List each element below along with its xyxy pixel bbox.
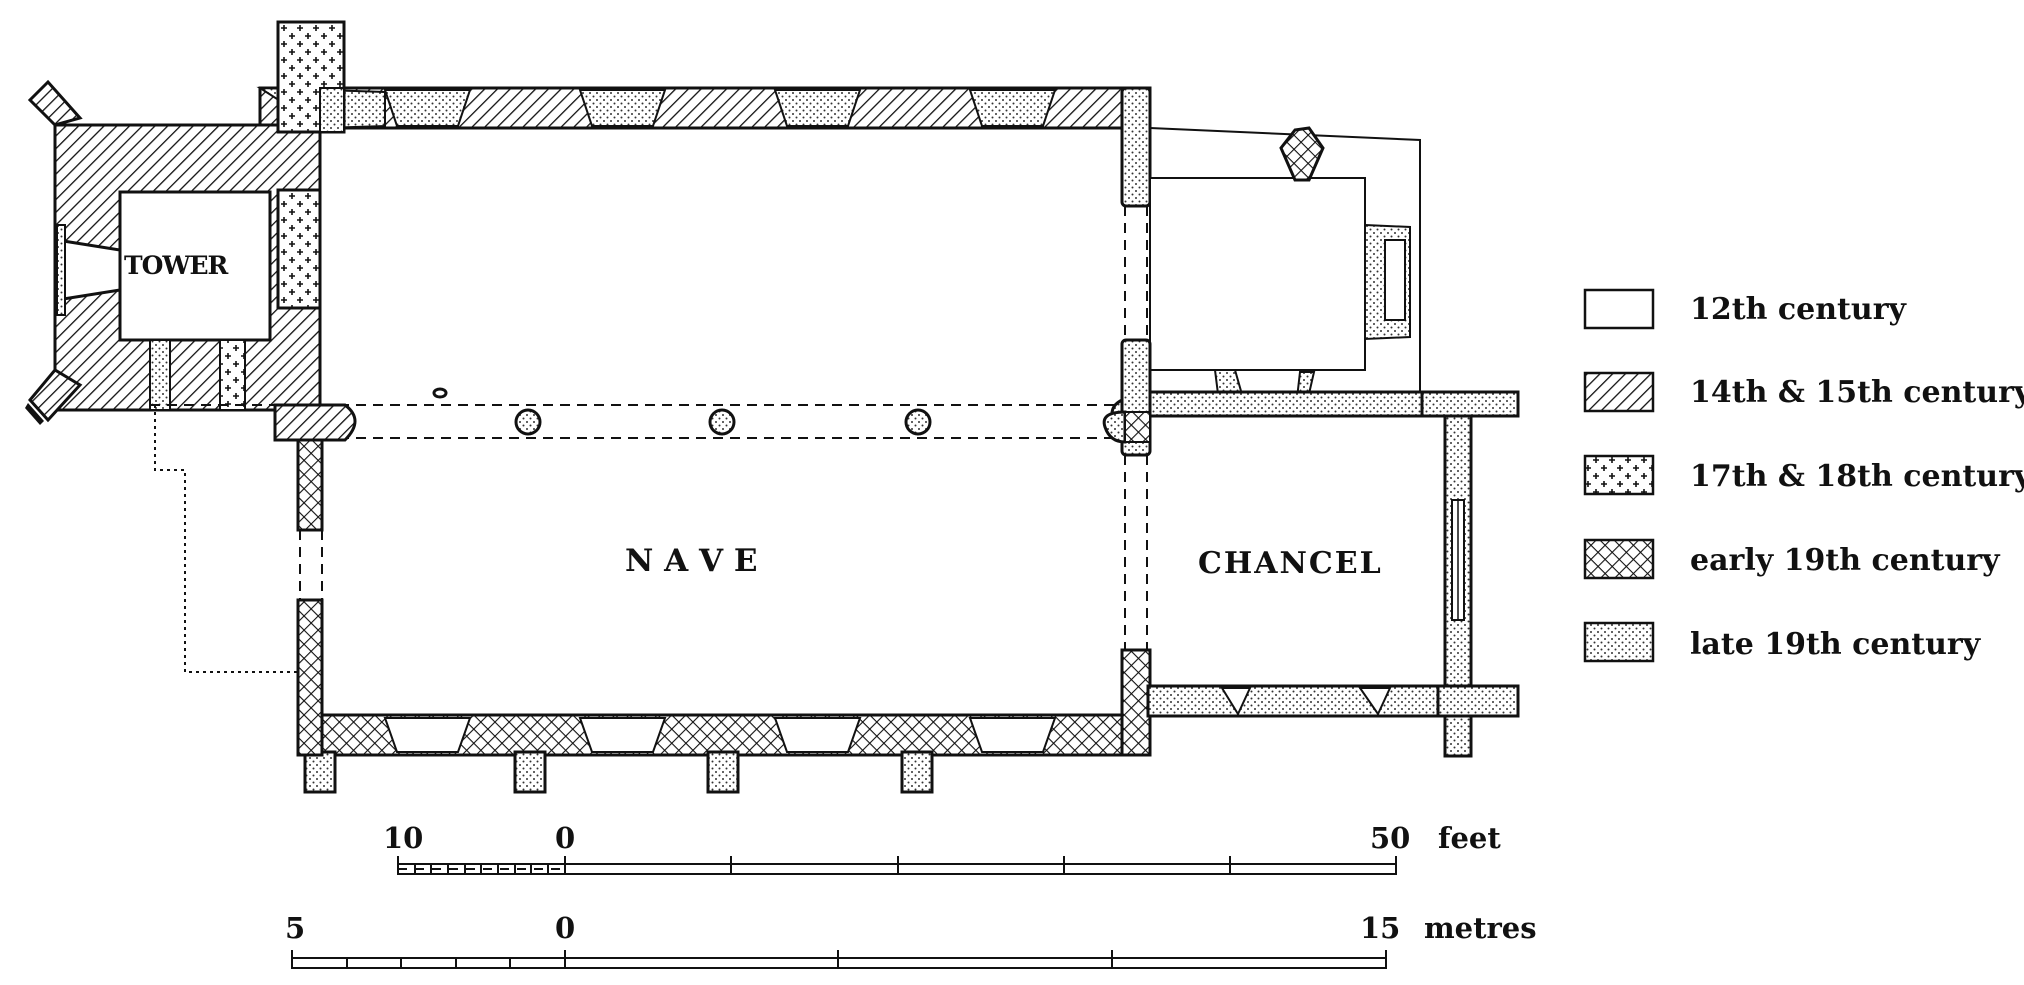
nave-label: N A V E bbox=[625, 543, 757, 579]
metres-scale-zero-label: 0 bbox=[555, 911, 575, 945]
feet-scale-unit-label: feet bbox=[1438, 821, 1501, 855]
legend-swatch-17th-18th bbox=[1583, 454, 1655, 496]
south-porch-outline bbox=[154, 405, 300, 673]
legend-item-12th: 12th century bbox=[1583, 288, 1908, 330]
legend-swatch-14th-15th bbox=[1583, 371, 1655, 413]
metres-scale: 5 0 15 metres bbox=[285, 911, 1537, 969]
legend-swatch-late-19th bbox=[1583, 621, 1655, 663]
nave-buttresses bbox=[303, 750, 934, 794]
nave-south-windows bbox=[383, 717, 1057, 753]
chancel: CHANCEL bbox=[1102, 338, 1520, 758]
legend-item-17th-18th: 17th & 18th century bbox=[1583, 454, 2024, 496]
chancel-south-wall bbox=[1146, 684, 1440, 718]
feet-scale-left-label: 10 bbox=[383, 821, 423, 855]
legend-item-late-19th: late 19th century bbox=[1583, 621, 1982, 663]
vestry bbox=[1149, 126, 1421, 412]
tower: TOWER bbox=[25, 20, 357, 442]
metres-scale-unit-label: metres bbox=[1424, 911, 1537, 945]
arcade bbox=[432, 387, 1124, 440]
feet-scale-zero-label: 0 bbox=[555, 821, 575, 855]
legend-swatch-early-19th bbox=[1583, 538, 1655, 580]
legend-item-14th-15th: 14th & 15th century bbox=[1583, 371, 2024, 413]
tower-label: TOWER bbox=[124, 251, 229, 280]
legend-label-14th-15th: 14th & 15th century bbox=[1690, 375, 2024, 410]
metres-scale-left-label: 5 bbox=[285, 911, 305, 945]
feet-scale-right-label: 50 bbox=[1370, 821, 1410, 855]
legend-label-12th: 12th century bbox=[1690, 292, 1908, 327]
legend-label-early-19th: early 19th century bbox=[1690, 543, 2001, 578]
chancel-label: CHANCEL bbox=[1198, 546, 1383, 581]
tower-interior bbox=[118, 190, 272, 342]
legend: 12th century 14th & 15th century 17th & … bbox=[1583, 288, 2024, 663]
chancel-north-wall bbox=[1123, 390, 1427, 418]
legend-label-late-19th: late 19th century bbox=[1690, 627, 1982, 662]
nave: N A V E bbox=[256, 86, 1152, 794]
legend-swatch-12th bbox=[1583, 288, 1655, 330]
legend-item-early-19th: early 19th century bbox=[1583, 538, 2001, 580]
legend-label-17th-18th: 17th & 18th century bbox=[1690, 459, 2024, 494]
nave-north-windows bbox=[256, 86, 1057, 130]
feet-scale: 10 0 50 feet bbox=[383, 821, 1501, 875]
metres-scale-right-label: 15 bbox=[1360, 911, 1400, 945]
